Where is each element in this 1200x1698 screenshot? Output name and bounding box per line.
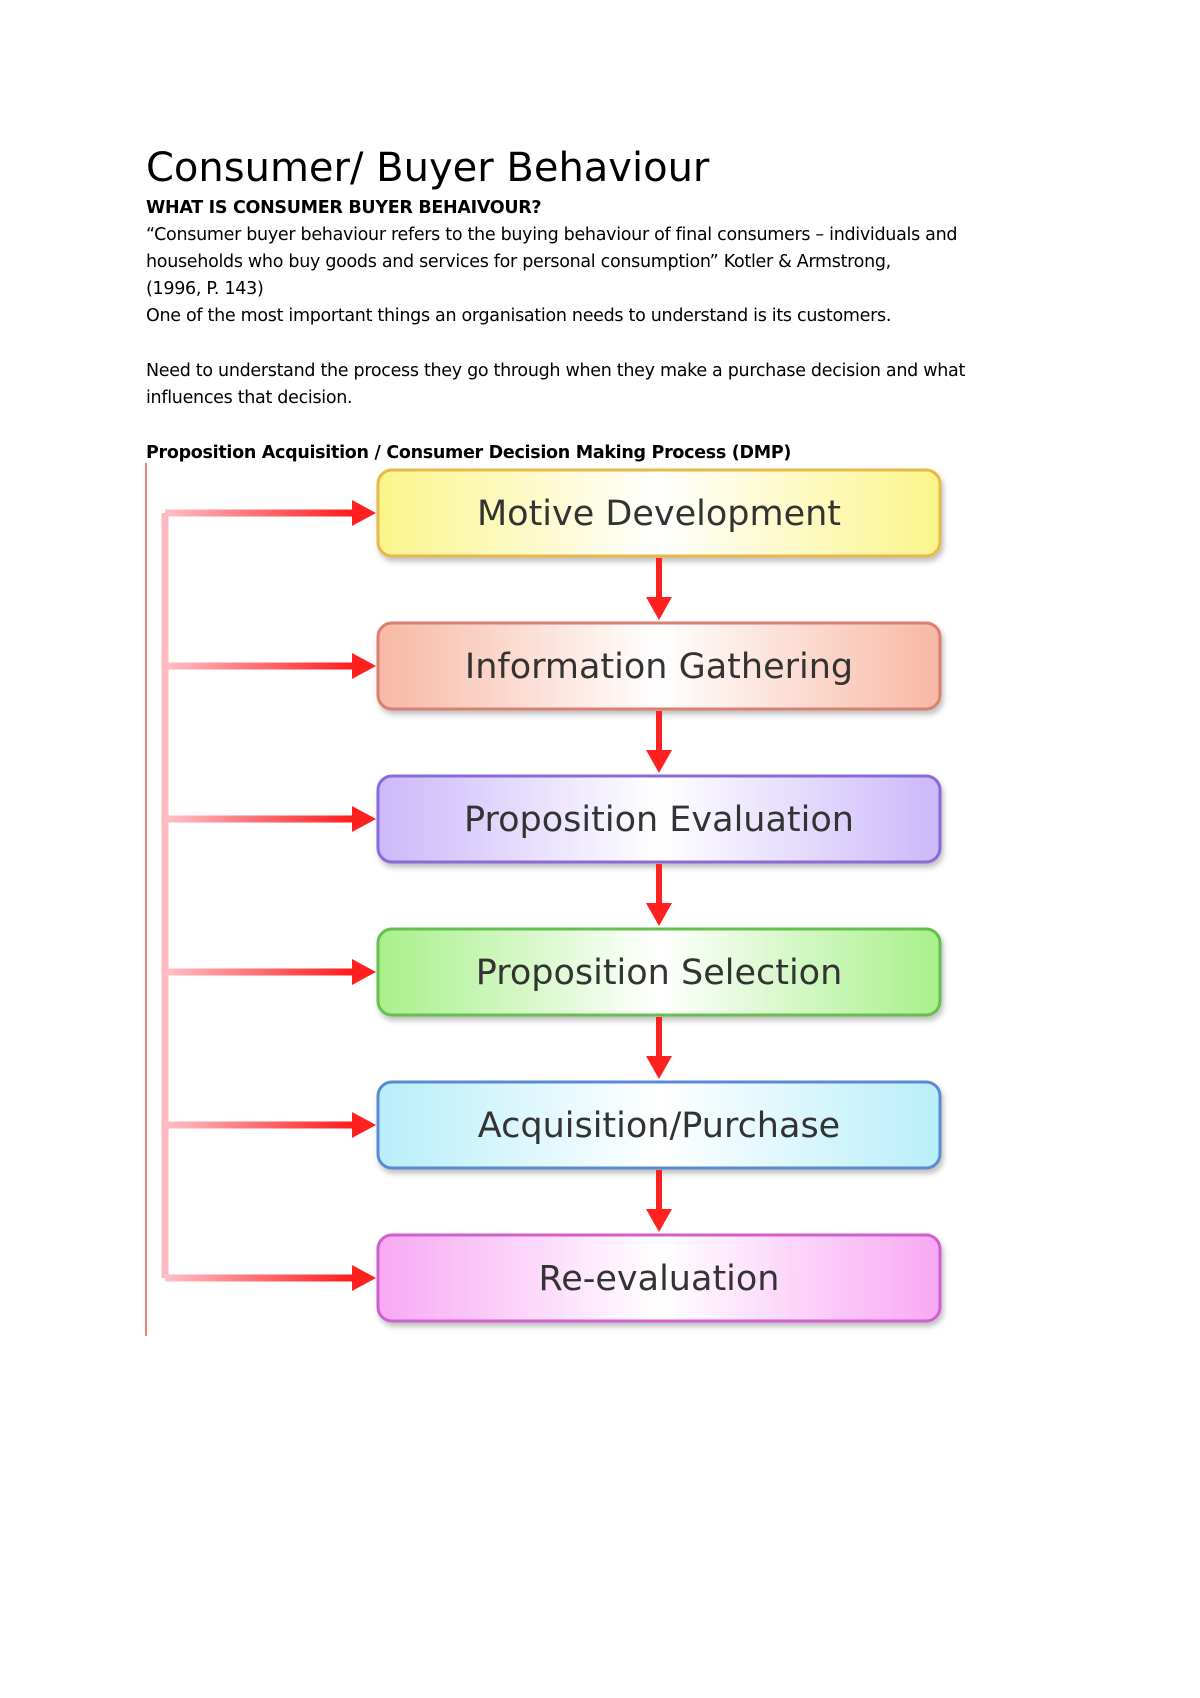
- step-label: Re-evaluation: [538, 1259, 779, 1299]
- body-text: One of the most important things an orga…: [146, 306, 892, 326]
- arrowhead-icon: [352, 500, 376, 526]
- down-arrow-icon: [646, 1209, 672, 1232]
- body-text: Need to understand the process they go t…: [146, 361, 966, 381]
- step-box: [376, 927, 942, 1017]
- down-arrow-shaft: [656, 864, 662, 905]
- arrowhead-icon: [352, 653, 376, 679]
- down-arrow-shaft: [656, 1017, 662, 1058]
- section-heading: WHAT IS CONSUMER BUYER BEHAIVOUR?: [146, 198, 542, 218]
- down-arrow-shaft: [656, 711, 662, 752]
- step-label: Information Gathering: [465, 647, 853, 687]
- quote-line: households who buy goods and services fo…: [146, 252, 891, 272]
- arrowhead-icon: [352, 1112, 376, 1138]
- page-title: Consumer/ Buyer Behaviour: [146, 145, 710, 191]
- arrowhead-icon: [352, 1265, 376, 1291]
- arrowhead-icon: [352, 959, 376, 985]
- step-label: Motive Development: [477, 494, 841, 534]
- feedback-arrow-shaft: [165, 815, 354, 823]
- down-arrow-icon: [646, 1056, 672, 1079]
- down-arrow-icon: [646, 597, 672, 620]
- feedback-arrow-shaft: [165, 662, 354, 670]
- feedback-arrow-shaft: [165, 968, 354, 976]
- feedback-arrow-shaft: [165, 1274, 354, 1282]
- step-label: Proposition Evaluation: [464, 800, 854, 840]
- feedback-arrow-shaft: [165, 509, 354, 517]
- step-label: Proposition Selection: [476, 953, 843, 993]
- down-arrow-icon: [646, 903, 672, 926]
- step-box: [376, 621, 942, 711]
- step-box: [376, 1233, 942, 1323]
- step-box: [376, 774, 942, 864]
- step-label: Acquisition/Purchase: [478, 1106, 840, 1146]
- feedback-arrow-shaft: [165, 1121, 354, 1129]
- arrowhead-icon: [352, 806, 376, 832]
- diagram-heading: Proposition Acquisition / Consumer Decis…: [146, 443, 792, 463]
- down-arrow-icon: [646, 750, 672, 773]
- quote-citation: (1996, P. 143): [146, 279, 264, 299]
- step-box: [376, 1080, 942, 1170]
- down-arrow-shaft: [656, 558, 662, 599]
- quote-line: “Consumer buyer behaviour refers to the …: [146, 225, 958, 245]
- body-text: influences that decision.: [146, 388, 353, 408]
- down-arrow-shaft: [656, 1170, 662, 1211]
- step-box: [376, 468, 942, 558]
